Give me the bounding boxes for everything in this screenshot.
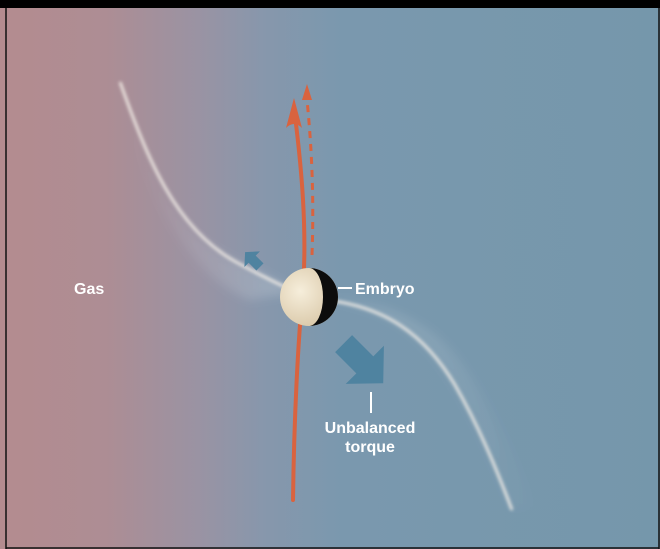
wake-arm-upper xyxy=(118,80,296,300)
wake-edge-lower xyxy=(324,298,514,511)
dashed-orbit-arrowhead xyxy=(302,84,312,100)
top-bar xyxy=(0,0,660,8)
embryo-planet xyxy=(280,268,338,326)
embryo-label: Embryo xyxy=(355,281,415,298)
orbit-arrowhead xyxy=(286,98,302,128)
torque-label-line2: torque xyxy=(345,439,395,456)
wake-arm-lower xyxy=(325,300,540,510)
dashed-orbit-arrow xyxy=(305,99,315,256)
torque-arrow-large xyxy=(335,335,384,384)
gas-wake xyxy=(118,80,540,511)
torque-arrow-small xyxy=(244,251,264,271)
gas-label: Gas xyxy=(74,281,104,298)
wake-edge-upper xyxy=(118,81,297,294)
torque-label-line1: Unbalanced xyxy=(325,420,416,437)
